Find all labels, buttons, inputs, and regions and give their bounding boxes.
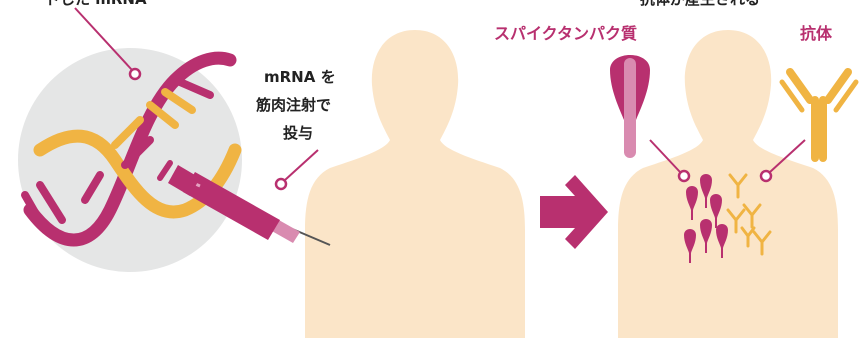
arrow-right-icon <box>540 175 608 249</box>
dna-helix-icon <box>21 51 242 247</box>
human-body-left <box>305 30 525 338</box>
leader-dot-mrna-top <box>128 67 142 81</box>
human-body-right <box>618 30 838 338</box>
leader-line-mrna-injection <box>284 149 319 181</box>
leader-dot-mrna-injection <box>274 177 288 191</box>
label-mrna-line2: 筋肉注射で <box>256 96 332 114</box>
antibody-large-icon <box>779 68 859 162</box>
spike-protein-large-icon <box>610 55 650 158</box>
label-spike-protein: スパイクタンパク質 <box>494 24 638 43</box>
leader-line-antibody <box>769 139 806 173</box>
leader-dot-spike <box>677 169 691 183</box>
label-mrna-line3: 投与 <box>283 124 314 142</box>
syringe-icon <box>157 160 331 246</box>
antibodies-small <box>726 173 772 256</box>
label-antibody-produced-cut: 抗体が産生される <box>640 0 760 9</box>
leader-line-mrna-top <box>74 7 133 71</box>
spike-proteins-small <box>684 174 728 263</box>
label-antibody: 抗体 <box>800 24 833 43</box>
label-mrna-line1: mRNA を <box>264 68 336 86</box>
leader-line-spike <box>649 139 681 173</box>
leader-dot-antibody <box>759 169 773 183</box>
label-mrna-top-cut: ードした mRNA <box>30 0 147 9</box>
